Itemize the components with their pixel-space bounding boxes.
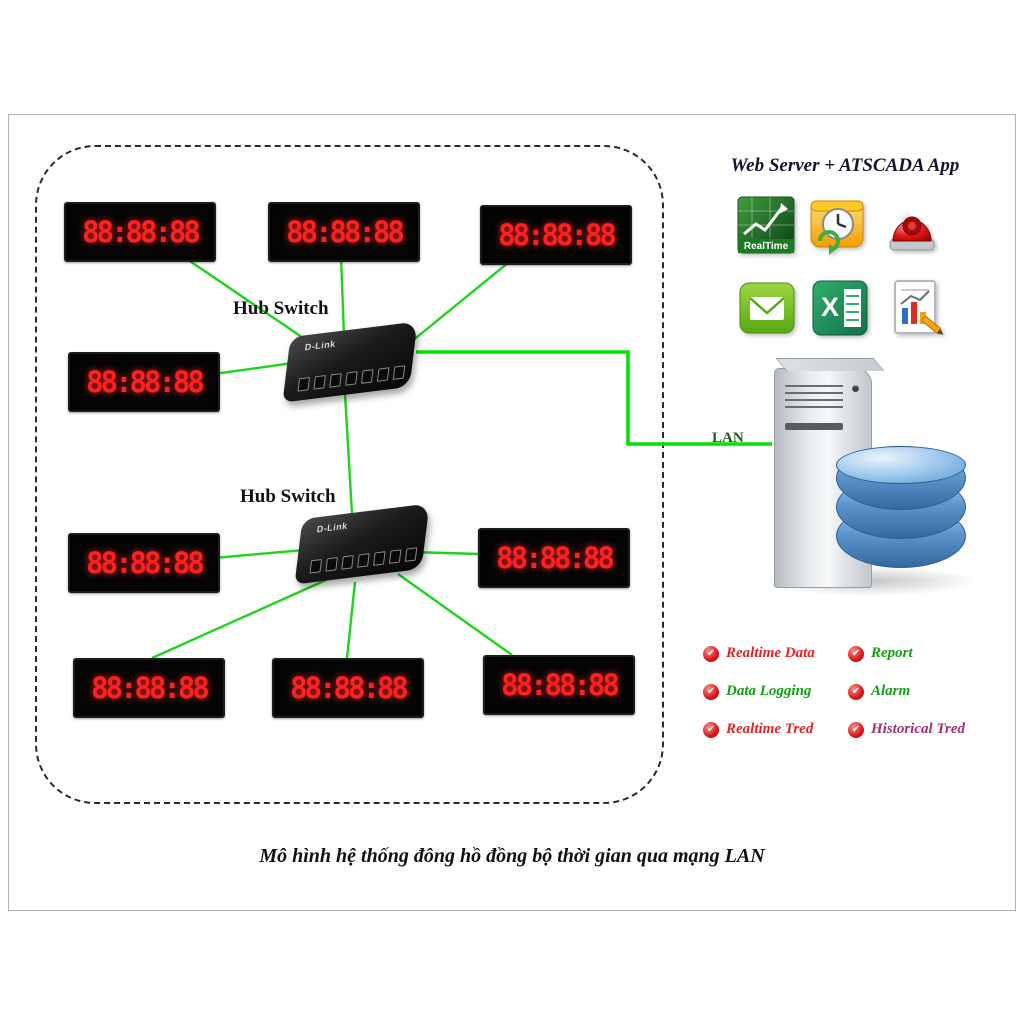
led-clock: 88:88:88 — [483, 655, 635, 715]
realtime-icon-label: RealTime — [743, 241, 789, 252]
hub-body: D-Link — [294, 503, 430, 585]
usb-ports — [309, 547, 418, 574]
usb-port — [341, 555, 354, 570]
usb-port — [361, 369, 374, 384]
clock-display: 88:88:88 — [501, 668, 620, 702]
usb-port — [313, 375, 326, 390]
clock-display: 88:88:88 — [82, 215, 201, 249]
usb-port — [376, 367, 390, 382]
feature-item: Report — [848, 645, 1008, 662]
hub-body: D-Link — [282, 321, 418, 403]
server-power-button — [852, 385, 859, 392]
led-clock: 88:88:88 — [64, 202, 216, 262]
clock-display: 88:88:88 — [86, 546, 205, 580]
database-top-face — [836, 446, 966, 484]
siren-alarm-icon — [882, 193, 942, 255]
check-icon — [848, 683, 864, 700]
usb-port — [373, 551, 386, 566]
hub1-label: Hub Switch — [233, 298, 329, 319]
led-clock: 88:88:88 — [68, 533, 220, 593]
usb-port — [388, 549, 402, 564]
hub-brand-label: D-Link — [304, 338, 337, 353]
lan-label: LAN — [712, 430, 744, 446]
usb-port — [345, 371, 358, 386]
usb-port — [309, 558, 323, 574]
usb-port — [392, 365, 406, 380]
feature-label: Data Logging — [726, 683, 812, 699]
hub2-label: Hub Switch — [240, 486, 336, 507]
clock-display: 88:88:88 — [91, 671, 210, 705]
feature-item: Alarm — [848, 683, 1008, 700]
led-clock: 88:88:88 — [68, 352, 220, 412]
hub-switch-device-1: D-Link — [282, 321, 418, 403]
hub-brand-label: D-Link — [316, 520, 349, 535]
usb-port — [329, 373, 342, 388]
led-clock: 88:88:88 — [73, 658, 225, 718]
feature-label: Historical Tred — [871, 721, 966, 737]
led-clock: 88:88:88 — [268, 202, 420, 262]
check-icon — [703, 645, 719, 662]
clock-display: 88:88:88 — [496, 541, 615, 575]
clock-display: 88:88:88 — [290, 671, 409, 705]
feature-item: Data Logging — [703, 683, 848, 700]
server-vents — [785, 385, 843, 412]
usb-port — [357, 553, 370, 568]
feature-label: Alarm — [871, 683, 911, 699]
feature-label: Realtime Data — [726, 645, 815, 661]
report-chart-icon — [886, 278, 944, 338]
check-icon — [848, 645, 864, 662]
feature-item: Realtime Tred — [703, 721, 848, 738]
clock-display: 88:88:88 — [286, 215, 405, 249]
feature-list: Realtime Data Report Data Logging Alarm … — [703, 645, 1008, 738]
check-icon — [703, 683, 719, 700]
excel-icon: X — [812, 280, 868, 336]
server-drive-slot — [785, 423, 843, 430]
clock-display: 88:88:88 — [498, 218, 617, 252]
check-icon — [848, 721, 864, 738]
check-icon — [703, 721, 719, 738]
feature-item: Realtime Data — [703, 645, 848, 662]
led-clock: 88:88:88 — [272, 658, 424, 718]
excel-x-glyph: X — [820, 292, 839, 322]
email-icon — [739, 282, 795, 334]
feature-label: Realtime Tred — [726, 721, 814, 737]
usb-port — [297, 376, 311, 392]
webserver-title: Web Server + ATSCADA App — [730, 155, 960, 176]
database-cylinder — [836, 446, 966, 570]
feature-label: Report — [871, 645, 913, 661]
hub-switch-device-2: D-Link — [294, 503, 430, 585]
led-clock: 88:88:88 — [478, 528, 630, 588]
realtime-chart-icon: RealTime — [737, 196, 795, 254]
lan-network-boundary — [35, 145, 664, 804]
led-clock: 88:88:88 — [480, 205, 632, 265]
diagram-caption: Mô hình hệ thống đông hồ đồng bộ thời gi… — [259, 845, 765, 867]
usb-ports — [297, 365, 406, 392]
usb-port — [325, 557, 338, 572]
feature-item: Historical Tred — [848, 721, 1008, 738]
backup-clock-icon — [806, 193, 868, 255]
clock-display: 88:88:88 — [86, 365, 205, 399]
usb-port — [404, 547, 418, 562]
